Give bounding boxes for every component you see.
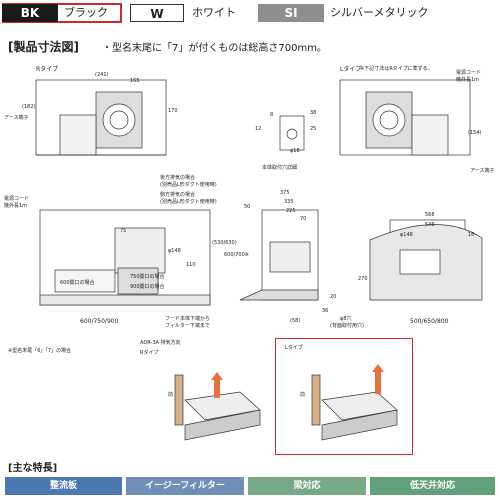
color-name-black: ブラック: [64, 6, 108, 19]
label-power-cord: 電源コード: [4, 196, 30, 202]
label-hood-note2: フィルター下端まで: [165, 323, 210, 329]
dim-182: (182): [22, 104, 36, 110]
feature-easy-filter: イージーフィルター: [126, 477, 244, 495]
exhaust-arrow-r: [211, 372, 223, 380]
dim-75: 75: [120, 228, 127, 234]
label-hood-note1: フード本体下端から: [165, 316, 211, 322]
color-name-silver: シルバーメタリック: [330, 6, 429, 19]
label-power-cord-l: 電源コード: [456, 70, 482, 76]
dim-110: 110: [186, 262, 196, 268]
dim-25: 25: [310, 126, 317, 132]
label-mount-hole: 本体取付穴詳細: [262, 165, 298, 171]
label-r-type2: Rタイプ: [140, 350, 159, 356]
height-note: ・型名末尾に「7」が付くものは総高さ700mm。: [102, 43, 327, 54]
color-code-w: W: [130, 4, 184, 22]
label-exhaust-dir: ADR-3A 排気方向: [140, 340, 181, 346]
label-earth: アース端子: [4, 115, 29, 121]
dim-36: 36: [322, 308, 329, 314]
features-title: [主な特長]: [8, 463, 58, 474]
label-l-type: Lタイプ: [340, 66, 362, 73]
dim-170: 170: [168, 108, 178, 114]
color-code-bk: BK: [2, 4, 58, 22]
dim-375: 375: [280, 190, 290, 196]
label-front2: 前: [300, 392, 306, 398]
dim-16: 16: [468, 232, 475, 238]
label-width2: 500/650/800: [410, 318, 449, 325]
dim-38: 38: [310, 110, 317, 116]
dim-148: φ148: [168, 248, 181, 254]
section-title: [製品寸法図]: [8, 40, 79, 54]
dim-568: 568: [425, 212, 435, 218]
exhaust-arrow-l: [372, 364, 384, 372]
label-power-cord-l-len: 機外長1m: [456, 77, 480, 83]
label-l-type-note: ※下記寸法はRタイプに準ずる。: [360, 66, 433, 72]
label-width: 600/750/900: [80, 318, 119, 325]
label-rear-exhaust-sub: (別売品L形ダクト使用時): [160, 182, 217, 188]
dim-225: 225: [286, 208, 296, 214]
label-side-exhaust-sub: (別売品L形ダクト使用時): [160, 199, 217, 205]
dim-8: 8: [270, 112, 274, 118]
label-front: 前: [168, 392, 174, 398]
label-rear-hole: (背面取付用穴): [330, 323, 364, 329]
color-code-si: SI: [258, 4, 324, 22]
label-rear-exhaust: 後方排気の場合: [160, 175, 196, 181]
label-750-opening: 750関口の場合: [130, 274, 165, 280]
l-type-highlight: [275, 338, 413, 455]
dim-600700: 600/700※: [224, 252, 249, 258]
dim-phi8: φ8穴: [340, 316, 352, 322]
label-600-opening: 600関口の場合: [60, 280, 95, 286]
dim-20: 20: [330, 294, 337, 300]
dim-58: (58): [290, 318, 301, 324]
label-900-opening: 900関口の場合: [130, 284, 165, 290]
color-name-white: ホワイト: [192, 6, 236, 19]
dim-phi18: φ18: [290, 148, 300, 154]
dim-154: (154): [468, 130, 482, 136]
dim-phi148b: φ148: [400, 232, 413, 238]
dim-270: 270: [358, 276, 368, 282]
dim-536: 536: [425, 222, 435, 228]
dim-70: 70: [300, 216, 307, 222]
label-earth-l: アース端子: [470, 168, 495, 174]
dim-241: (241): [95, 72, 109, 78]
dim-165: 165: [130, 78, 140, 84]
feature-low-ceiling: 低天井対応: [370, 477, 495, 495]
dim-335: 335: [284, 199, 294, 205]
label-r-type: Rタイプ: [36, 66, 59, 73]
label-l-type2: Lタイプ: [285, 345, 303, 351]
feature-beam: 梁対応: [248, 477, 366, 495]
dim-12: 12: [255, 126, 262, 132]
dim-530: (530/630): [212, 240, 237, 246]
label-model-note: ※型名末尾「6」「7」の場合: [8, 348, 72, 354]
label-power-cord-len: 機外長1m: [4, 203, 28, 209]
dim-50: 50: [244, 204, 251, 210]
feature-seiryuban: 整流板: [5, 477, 122, 495]
label-side-exhaust: 側方排気の場合: [160, 192, 196, 198]
